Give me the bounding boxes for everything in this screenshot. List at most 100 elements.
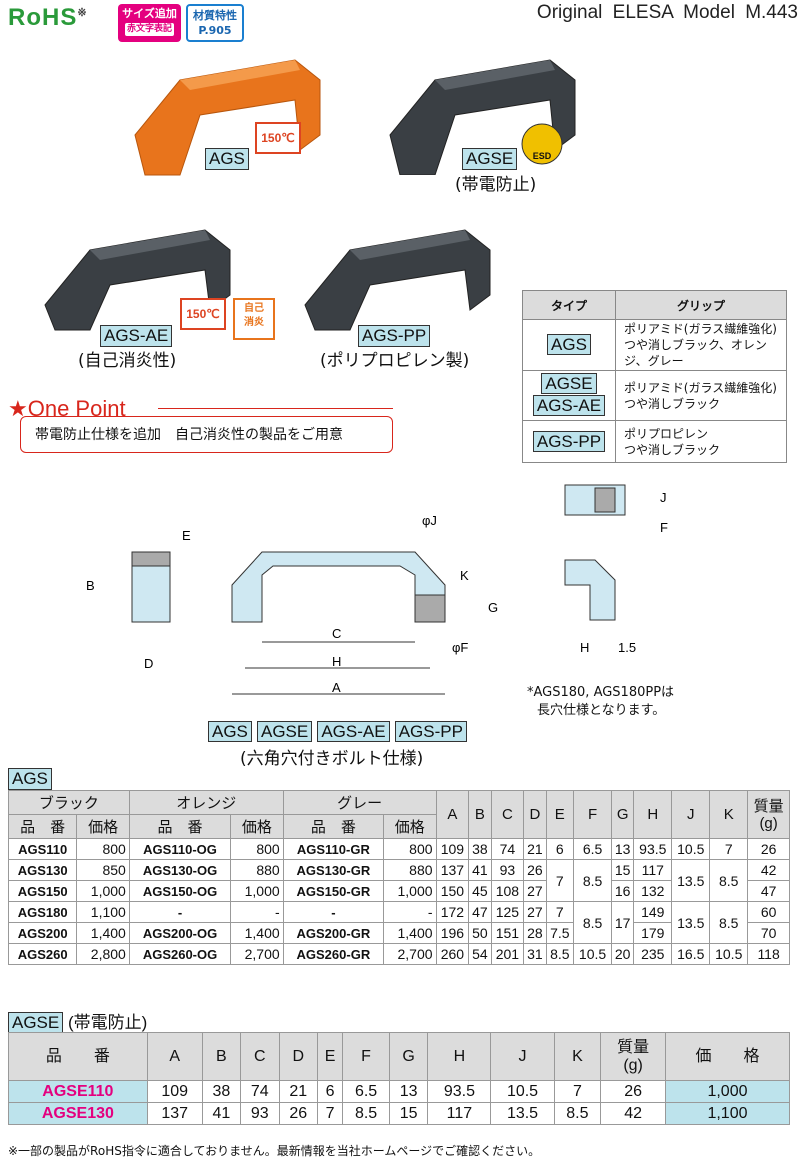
table-cell: 6.5 [573, 838, 613, 860]
diagram-caption: (六角穴付きボルト仕様) [240, 749, 424, 769]
table-cell: AGS110 [7, 838, 78, 860]
table-cell: 109 [146, 1080, 203, 1103]
dimension-drawing: B D E φJ K G C H A φF J F H 1.5 [86, 484, 668, 695]
one-point-line [158, 408, 393, 409]
table-cell: 13.5 [490, 1102, 555, 1125]
table-cell: 1,000 [230, 880, 284, 902]
table-cell: 6.5 [342, 1080, 390, 1103]
table-cell: 179 [633, 922, 673, 944]
table-cell: 50 [468, 922, 492, 944]
table-cell: 47 [747, 880, 790, 902]
ags-section-title: AGS [8, 768, 52, 790]
table-cell: 800 [230, 838, 284, 860]
svg-text:φF: φF [452, 640, 468, 655]
table-cell: 172 [435, 901, 470, 923]
table-cell: 16.5 [671, 943, 711, 965]
table-cell: 8.5 [342, 1102, 390, 1125]
svg-text:D: D [144, 656, 153, 671]
table-cell: 1,100 [664, 1102, 791, 1125]
svg-text:E: E [182, 528, 191, 543]
svg-text:F: F [660, 520, 668, 535]
table-cell: 21 [278, 1080, 318, 1103]
column-header: H [427, 1032, 492, 1081]
table-cell: 8.5 [709, 901, 749, 944]
heat-150-icon-ae: 150℃ [180, 298, 226, 330]
table-cell: 15 [611, 859, 635, 881]
table-cell: 7 [316, 1102, 344, 1125]
table-cell: 151 [490, 922, 525, 944]
table-cell: AGS200-GR [282, 922, 385, 944]
table-cell: 26 [747, 838, 790, 860]
table-cell: 74 [490, 838, 525, 860]
table-cell: 93.5 [633, 838, 673, 860]
table-cell: 26 [600, 1080, 666, 1103]
svg-text:C: C [332, 626, 341, 641]
table-cell: 1,100 [76, 901, 130, 923]
product-sub-ags-pp: (ポリプロピレン製) [320, 351, 470, 371]
table-cell: - [230, 901, 284, 923]
column-header: D [278, 1032, 318, 1081]
product-tag-ags-ae: AGS-AE [100, 325, 173, 347]
table-cell: 13.5 [671, 859, 711, 902]
product-tag-agse: AGSE [462, 148, 518, 170]
table-cell: 108 [490, 880, 525, 902]
table-cell: 125 [490, 901, 525, 923]
table-cell: 60 [747, 901, 790, 923]
svg-text:J: J [660, 490, 667, 505]
table-cell: AGS110-GR [282, 838, 385, 860]
table-cell: AGS130 [7, 859, 78, 881]
self-extinguish-icon: 自己消炎 [233, 298, 275, 340]
column-header: G [388, 1032, 429, 1081]
table-cell: AGS130-GR [282, 859, 385, 881]
table-cell: 16 [611, 880, 635, 902]
table-cell: 8.5 [573, 901, 613, 944]
table-cell: 117 [633, 859, 673, 881]
table-cell: 260 [435, 943, 470, 965]
table-cell: - [383, 901, 437, 923]
svg-text:A: A [332, 680, 341, 695]
column-header: 質量 (g) [600, 1032, 666, 1081]
table-cell: 1,400 [383, 922, 437, 944]
esd-icon: ESD [521, 123, 563, 165]
table-cell: 109 [435, 838, 470, 860]
table-cell: 800 [76, 838, 130, 860]
table-cell: 45 [468, 880, 492, 902]
column-header: 品 番 [8, 1032, 148, 1081]
table-cell: 28 [523, 922, 547, 944]
table-cell: AGS180 [7, 901, 78, 923]
product-sub-ags-ae: (自己消炎性) [78, 351, 177, 371]
heat-150-icon: 150℃ [255, 122, 301, 154]
table-cell: 93 [240, 1102, 280, 1125]
table-cell: 93.5 [427, 1080, 492, 1103]
table-cell: AGS200 [7, 922, 78, 944]
table-cell: 17 [611, 901, 635, 944]
column-header: K [553, 1032, 602, 1081]
type-ags-ae: AGS-AE [532, 394, 606, 416]
column-header: E [316, 1032, 344, 1081]
table-cell: 8.5 [573, 859, 613, 902]
svg-text:1.5: 1.5 [618, 640, 636, 655]
table-cell: 10.5 [671, 838, 711, 860]
column-header: A [146, 1032, 203, 1081]
table-cell: 137 [146, 1102, 203, 1125]
table-cell: 38 [468, 838, 492, 860]
column-header: J [490, 1032, 555, 1081]
table-cell: AGS130-OG [128, 859, 232, 881]
footnote: ※一部の製品がRoHS指令に適合しておりません。最新情報を当社ホームページでご確… [8, 1144, 541, 1158]
table-cell: 13 [611, 838, 635, 860]
table-cell: 93 [490, 859, 525, 881]
table-cell: 27 [523, 901, 547, 923]
table-cell: 850 [76, 859, 130, 881]
table-cell: 6 [545, 838, 575, 860]
type-header: タイプ [522, 290, 616, 320]
rohs-logo: RoHS※ [8, 4, 88, 31]
product-tag-ags-pp: AGS-PP [358, 325, 431, 347]
table-cell: 47 [468, 901, 492, 923]
table-cell: 13.5 [671, 901, 711, 944]
